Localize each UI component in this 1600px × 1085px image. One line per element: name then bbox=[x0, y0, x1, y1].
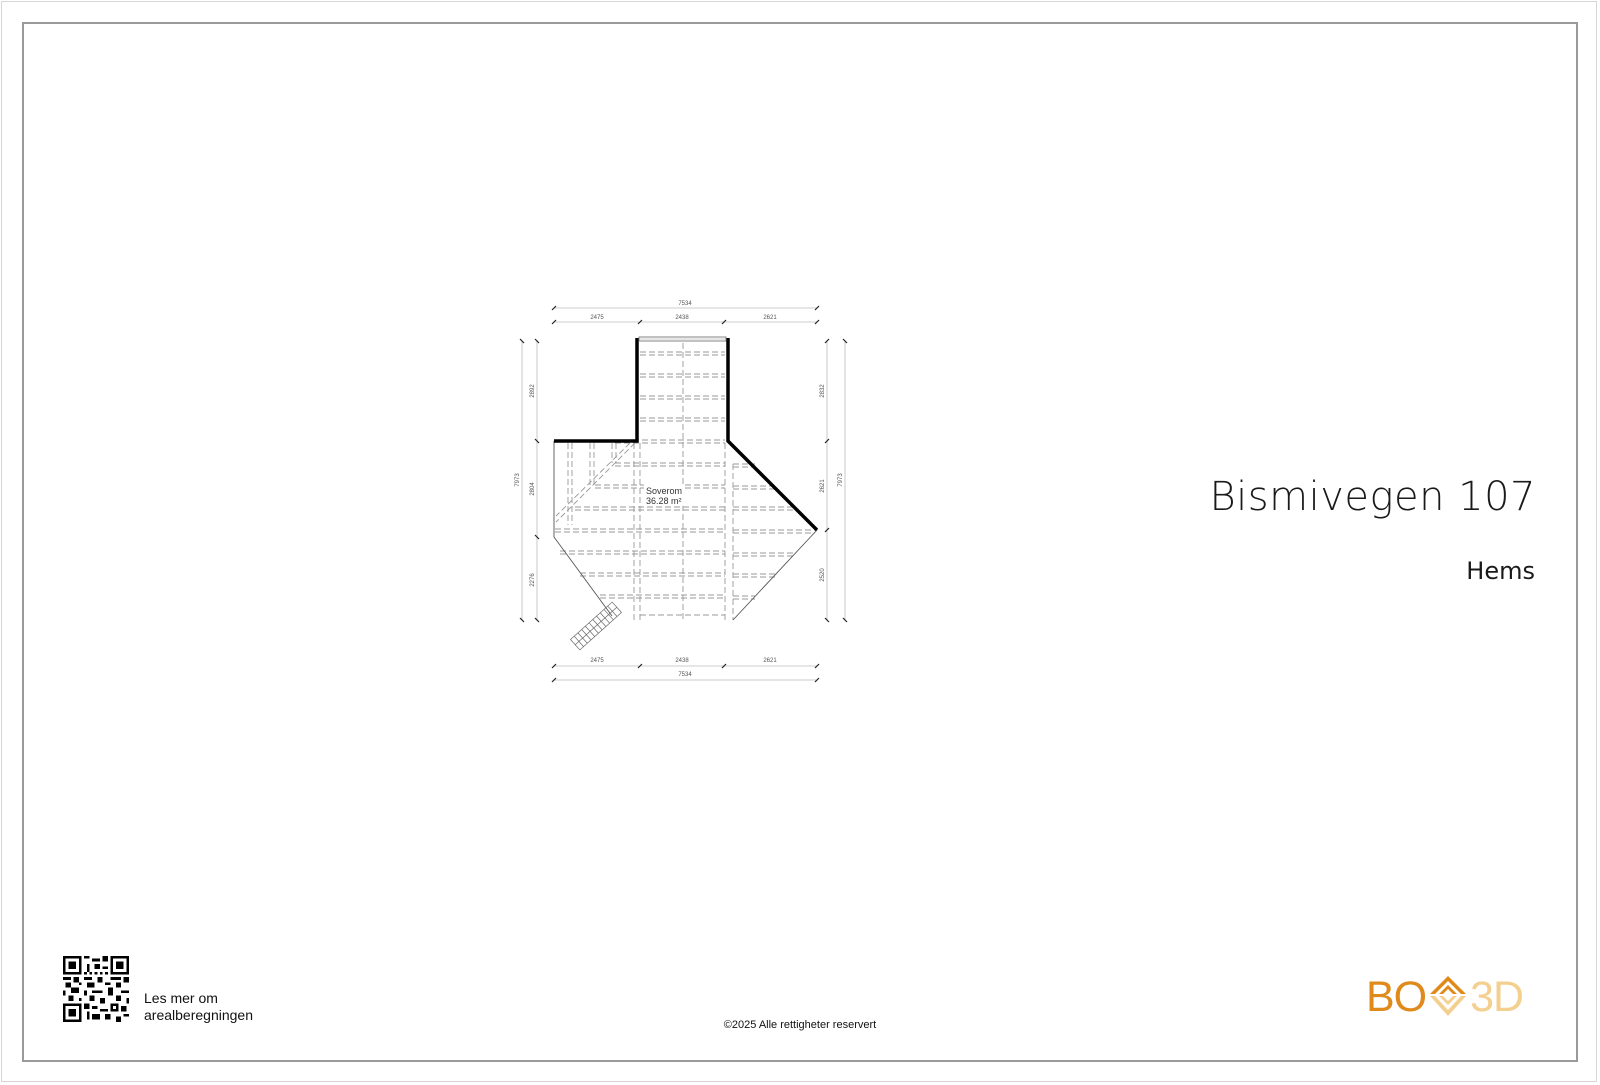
diamond-logo-icon bbox=[1430, 976, 1467, 1016]
dim-top-seg-2: 2438 bbox=[675, 315, 689, 321]
dim-top-seg-1: 2475 bbox=[590, 315, 604, 321]
logo-text-3d: 3D bbox=[1470, 972, 1524, 1021]
qr-caption-line2: arealberegningen bbox=[144, 1007, 253, 1023]
dim-right-seg-2: 2621 bbox=[820, 479, 826, 493]
window bbox=[638, 336, 727, 342]
qr-code-icon[interactable] bbox=[63, 956, 129, 1022]
dim-bottom-seg-2: 2438 bbox=[675, 658, 689, 664]
dim-right-total: 7973 bbox=[838, 473, 844, 487]
dim-top-seg-3: 2621 bbox=[763, 315, 777, 321]
dim-bottom-seg-1: 2475 bbox=[590, 658, 604, 664]
dimension-left bbox=[521, 341, 538, 620]
qr-caption: Les mer om arealberegningen bbox=[144, 990, 253, 1024]
dimension-right bbox=[826, 341, 846, 620]
dimension-top bbox=[554, 307, 817, 323]
copyright-text: ©2025 Alle rettigheter reservert bbox=[723, 1019, 877, 1031]
outline-walls bbox=[553, 441, 818, 621]
dim-left-seg-3: 2276 bbox=[530, 573, 536, 587]
staircase bbox=[570, 601, 622, 651]
dimension-bottom bbox=[554, 665, 817, 681]
qr-caption-line1: Les mer om bbox=[144, 990, 218, 1006]
roof-beams bbox=[555, 343, 815, 620]
room-label-bg bbox=[644, 484, 684, 506]
dim-bottom-seg-3: 2621 bbox=[763, 658, 777, 664]
room-area: 36.28 m² bbox=[646, 496, 682, 506]
dim-right-seg-1: 2832 bbox=[820, 384, 826, 398]
floor-name: Hems bbox=[1466, 557, 1535, 585]
logo-text-bo: BO bbox=[1366, 972, 1427, 1021]
dim-left-total: 7973 bbox=[515, 473, 521, 487]
bo3d-logo: BO 3D bbox=[1366, 972, 1524, 1021]
page-frame bbox=[22, 22, 1578, 1062]
page-title: Bismivegen 107 bbox=[1209, 474, 1536, 520]
dim-top-total: 7534 bbox=[678, 301, 692, 307]
dim-left-seg-1: 2892 bbox=[530, 384, 536, 398]
dim-right-seg-3: 2520 bbox=[820, 568, 826, 582]
room-name: Soverom bbox=[646, 486, 682, 496]
exterior-walls bbox=[554, 338, 819, 532]
dim-bottom-total: 7534 bbox=[678, 672, 692, 678]
dim-left-seg-2: 2804 bbox=[530, 482, 536, 496]
